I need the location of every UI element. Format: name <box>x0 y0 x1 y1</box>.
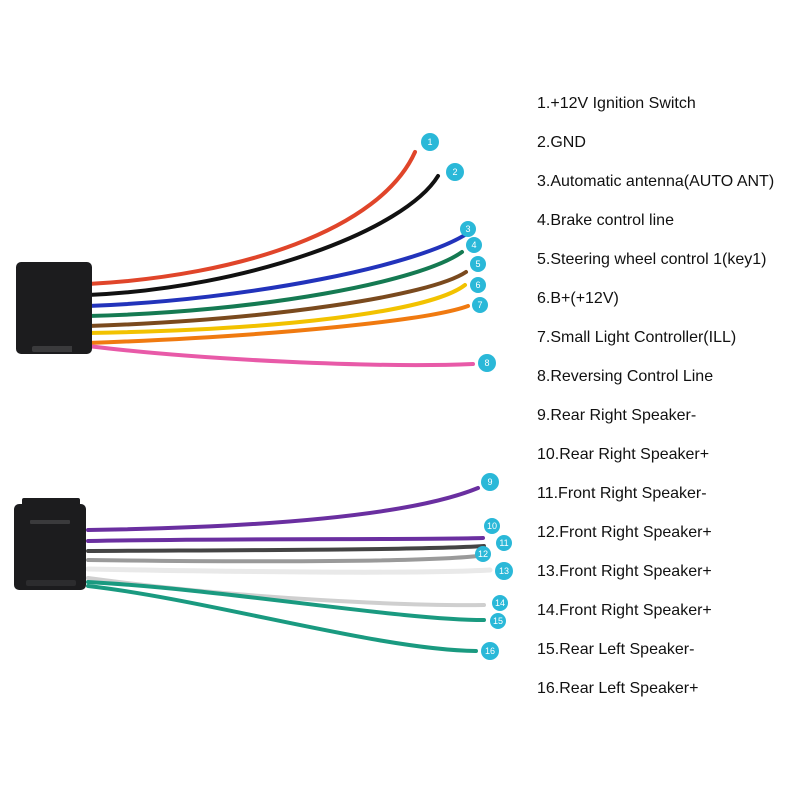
svg-text:11: 11 <box>499 538 508 548</box>
svg-text:5: 5 <box>475 259 480 269</box>
wire-2 <box>86 174 440 297</box>
legend-item-4: 4.Brake control line <box>537 212 674 229</box>
wire-12 <box>86 554 480 564</box>
badge-6: 6 <box>470 277 486 293</box>
wire-1 <box>86 150 417 286</box>
legend-item-12: 12.Front Right Speaker+ <box>537 524 712 541</box>
legend-item-11: 11.Front Right Speaker- <box>537 485 707 502</box>
badge-13: 13 <box>495 562 513 580</box>
svg-text:3: 3 <box>465 224 470 234</box>
bottom-connector <box>14 498 86 590</box>
badge-16: 16 <box>481 642 499 660</box>
legend-item-8: 8.Reversing Control Line <box>537 368 714 385</box>
svg-text:9: 9 <box>487 477 492 487</box>
legend-item-9: 9.Rear Right Speaker- <box>537 407 697 424</box>
badge-15: 15 <box>490 613 506 629</box>
wire-11 <box>86 544 486 553</box>
wire-16 <box>86 584 478 653</box>
wire-5 <box>86 270 468 328</box>
badge-11: 11 <box>496 535 512 551</box>
legend-item-10: 10.Rear Right Speaker+ <box>537 446 710 463</box>
svg-text:6: 6 <box>475 280 480 290</box>
badge-2: 2 <box>446 163 464 181</box>
badge-7: 7 <box>472 297 488 313</box>
svg-text:2: 2 <box>452 167 457 177</box>
svg-text:13: 13 <box>499 566 509 576</box>
wire-3 <box>86 231 470 308</box>
wire-4 <box>86 250 464 318</box>
svg-text:4: 4 <box>471 240 476 250</box>
wire-10 <box>86 536 485 543</box>
svg-text:8: 8 <box>484 358 489 368</box>
badge-5: 5 <box>470 256 486 272</box>
wire-8 <box>86 344 475 368</box>
legend-item-6: 6.B+(+12V) <box>537 290 619 307</box>
wiring-harness-diagram: 1 2 3 4 5 6 7 8 9 10 11 12 13 14 15 16 <box>14 133 513 660</box>
svg-text:15: 15 <box>493 616 503 626</box>
badge-4: 4 <box>466 237 482 253</box>
wire-7 <box>86 304 470 345</box>
badge-12: 12 <box>475 546 491 562</box>
wire-9 <box>86 486 480 532</box>
badge-8: 8 <box>478 354 496 372</box>
svg-text:10: 10 <box>487 521 497 531</box>
badge-1: 1 <box>421 133 439 151</box>
legend-item-16: 16.Rear Left Speaker+ <box>537 680 699 697</box>
wire-function-legend: 1.+12V Ignition Switch 2.GND 3.Automatic… <box>537 91 774 715</box>
legend-item-14: 14.Front Right Speaker+ <box>537 602 712 619</box>
top-connector <box>16 262 92 354</box>
legend-item-7: 7.Small Light Controller(ILL) <box>537 329 737 346</box>
svg-text:12: 12 <box>478 549 488 559</box>
bottom-harness-wires <box>85 486 493 653</box>
svg-text:7: 7 <box>477 300 482 310</box>
legend-item-5: 5.Steering wheel control 1(key1) <box>537 251 767 268</box>
wire-6 <box>86 283 467 335</box>
badge-14: 14 <box>492 595 508 611</box>
top-harness-wires <box>86 150 475 368</box>
wire-13 <box>85 566 493 575</box>
svg-text:1: 1 <box>427 137 432 147</box>
legend-item-13: 13.Front Right Speaker+ <box>537 563 712 580</box>
svg-text:14: 14 <box>495 598 505 608</box>
svg-text:16: 16 <box>485 646 495 656</box>
badge-3: 3 <box>460 221 476 237</box>
badge-10: 10 <box>484 518 500 534</box>
legend-item-1: 1.+12V Ignition Switch <box>537 95 696 112</box>
legend-item-2: 2.GND <box>537 134 586 151</box>
wire-15 <box>86 580 486 622</box>
badge-9: 9 <box>481 473 499 491</box>
wire-number-badges: 1 2 3 4 5 6 7 8 9 10 11 12 13 14 15 16 <box>421 133 513 660</box>
legend-item-15: 15.Rear Left Speaker- <box>537 641 695 658</box>
legend-item-3: 3.Automatic antenna(AUTO ANT) <box>537 173 775 190</box>
